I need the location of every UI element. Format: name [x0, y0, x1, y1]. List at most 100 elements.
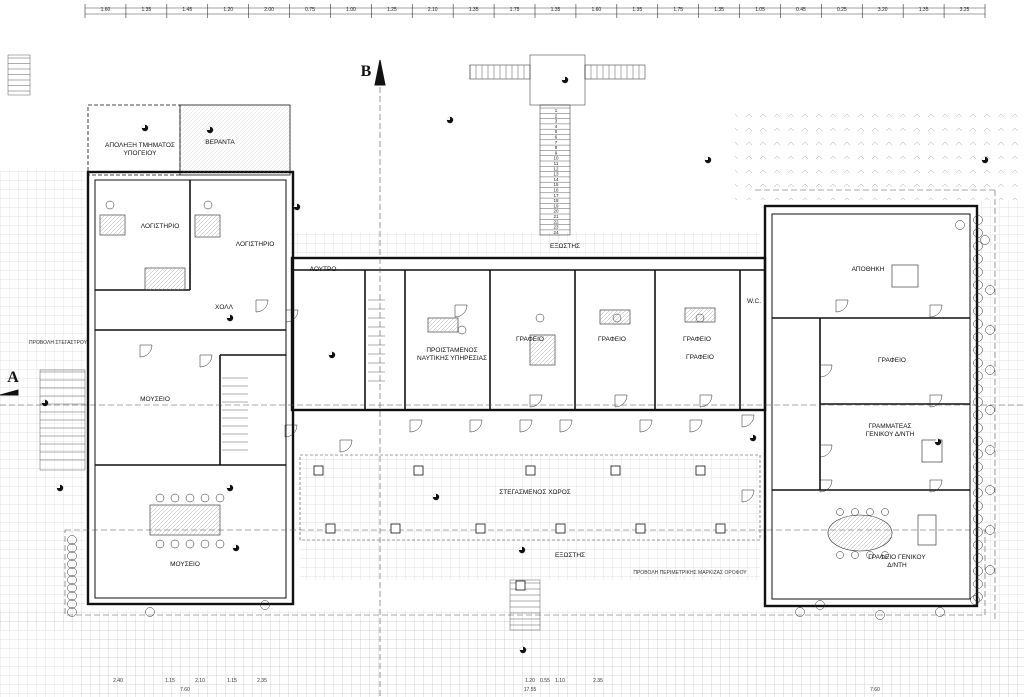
room-label-grafeio-1: ΓΡΑΦΕΙΟ: [516, 336, 544, 343]
door-swing: [454, 304, 468, 318]
shrub: [973, 579, 983, 589]
stair-number: 15: [553, 182, 559, 187]
stair-number: 18: [553, 198, 559, 203]
dim-top-label: 1.75: [673, 7, 683, 13]
dim-bottom-label: 1.10: [555, 678, 565, 684]
dim-bottom-label: 1.15: [165, 678, 175, 684]
room-label-veranta: ΒΕΡΑΝΤΑ: [205, 139, 235, 146]
dim-bottom-label: 1.20: [525, 678, 535, 684]
dim-top-label: 1.60: [101, 7, 111, 13]
level-marker-half: [981, 156, 985, 160]
chair: [203, 200, 213, 210]
level-marker-half: [432, 493, 436, 497]
shrub: [973, 319, 983, 329]
dim-top-label: 1.45: [182, 7, 192, 13]
shrub: [67, 599, 77, 609]
chair: [215, 539, 225, 549]
door-swing: [929, 304, 943, 318]
dim-top-label: 2.10: [428, 7, 438, 13]
chair: [457, 325, 467, 335]
column: [515, 580, 526, 591]
dim-top-label: 1.35: [919, 7, 929, 13]
door-swing: [741, 414, 755, 428]
stair-number: 20: [553, 209, 559, 214]
dim-top-label: 3.25: [960, 7, 970, 13]
stair-number: 13: [553, 172, 559, 177]
shrub: [67, 559, 77, 569]
shrub: [985, 365, 995, 375]
column: [475, 523, 486, 534]
shrub: [973, 449, 983, 459]
shrub: [935, 607, 945, 617]
shrub: [955, 220, 965, 230]
stair-number: 17: [553, 193, 559, 198]
chair: [200, 493, 210, 503]
column: [325, 523, 336, 534]
dim-bottom-label: 0.55: [540, 678, 550, 684]
chair: [851, 508, 859, 516]
stair-number: 7: [555, 140, 558, 145]
level-marker-half: [232, 544, 236, 548]
door-swing: [929, 479, 943, 493]
shrub: [67, 583, 77, 593]
stair-number: 2: [555, 113, 558, 118]
shrub: [970, 595, 980, 605]
door-swing: [529, 394, 543, 408]
axis-label-top: B: [360, 63, 372, 80]
level-marker-half: [519, 646, 523, 650]
stair-number: 12: [553, 166, 559, 171]
room-label-stegasmenos: ΣΤΕΓΑΣΜΕΝΟΣ ΧΩΡΟΣ: [499, 489, 571, 496]
column: [715, 523, 726, 534]
door-swing: [469, 419, 483, 433]
level-marker-half: [41, 399, 45, 403]
note-provoli-stegastrou: ΠΡΟΒΟΛΗ ΣΤΕΓΑΣΤΡΟΥ: [29, 340, 87, 346]
stair-number: 9: [555, 150, 558, 155]
chair: [200, 539, 210, 549]
shrub: [973, 280, 983, 290]
door-swing: [929, 394, 943, 408]
door-swing: [339, 439, 353, 453]
shrub: [973, 332, 983, 342]
level-marker-half: [141, 124, 145, 128]
stair-number: 10: [553, 156, 559, 161]
door-swing: [139, 344, 153, 358]
stair-number: 11: [554, 161, 559, 166]
stair-number: 14: [553, 177, 559, 182]
chair: [170, 493, 180, 503]
door-swing: [741, 489, 755, 503]
axis-label-left: A: [7, 369, 19, 386]
shrub: [145, 607, 155, 617]
shrub: [973, 592, 983, 602]
shrub: [973, 540, 983, 550]
chair: [185, 493, 195, 503]
room-label-hol: ΧΟΛΛ: [215, 304, 233, 311]
room-label-grafeio-right: ΓΡΑΦΕΙΟ: [878, 357, 906, 364]
shrub: [973, 267, 983, 277]
room-label-eksostis-top: ΕΞΩΣΤΗΣ: [549, 243, 581, 250]
shrub: [67, 591, 77, 601]
stair-number: 23: [553, 225, 559, 230]
door-swing: [199, 354, 213, 368]
dim-top-label: 2.00: [264, 7, 274, 13]
level-marker-half: [56, 484, 60, 488]
dim-top-label: 1.35: [551, 7, 561, 13]
room-label-apoliksi: ΑΠΟΛΗΞΗ ΤΜΗΜΑΤΟΣ ΥΠΟΓΕΙΟΥ: [105, 142, 175, 157]
shrub: [973, 436, 983, 446]
door-swing: [819, 364, 833, 378]
shrub: [973, 501, 983, 511]
stair-number: 24: [553, 230, 559, 235]
door-swing: [835, 299, 849, 313]
dim-top-label: 1.00: [346, 7, 356, 13]
door-swing: [559, 419, 573, 433]
stair-number: 3: [555, 119, 558, 124]
chair: [881, 551, 889, 559]
dim-bottom-label: 2.10: [195, 678, 205, 684]
door-swing: [639, 419, 653, 433]
shrub: [795, 607, 805, 617]
shrub: [973, 254, 983, 264]
dim-bottom-label: 2.35: [593, 678, 603, 684]
chair: [105, 200, 115, 210]
shrub: [973, 293, 983, 303]
note-provoli-marquis: ΠΡΟΒΟΛΗ ΠΕΡΙΜΕΤΡΙΚΗΣ ΜΑΡΚΙΖΑΣ ΟΡΟΦΟΥ: [633, 570, 747, 576]
dim-bottom-label: 2.40: [113, 678, 123, 684]
